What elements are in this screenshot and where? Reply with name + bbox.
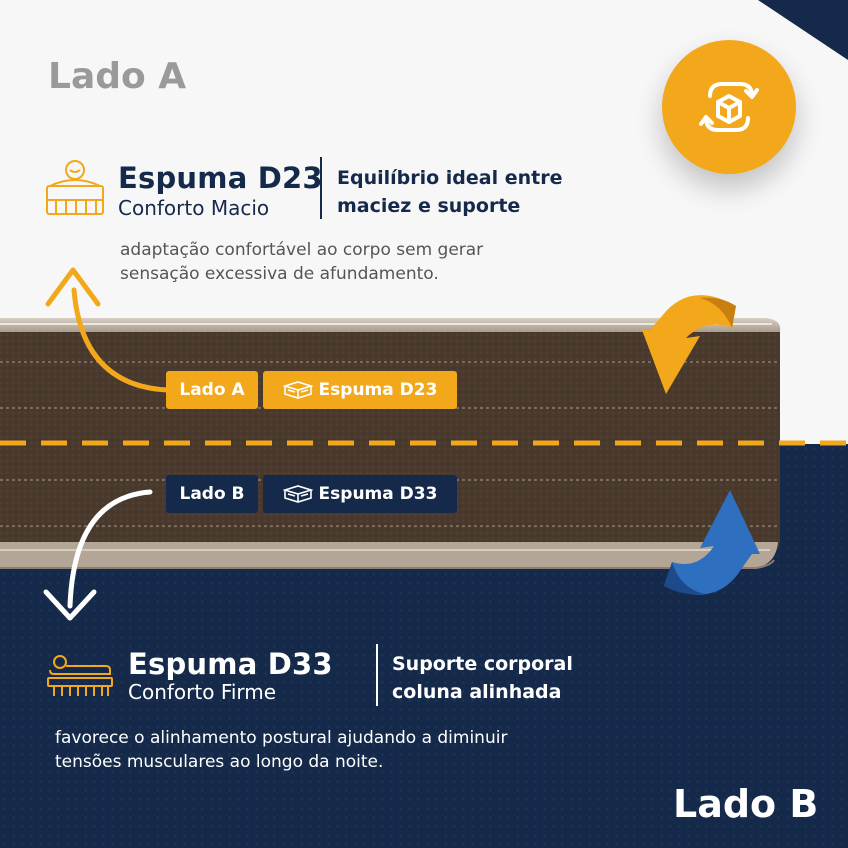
- corner-accent: [758, 0, 848, 60]
- side-b-feature: Suporte corporal coluna alinhada: [392, 650, 573, 706]
- side-a-comfort: Conforto Macio: [118, 196, 270, 220]
- flip-badge: [662, 40, 796, 174]
- side-a-tag: Lado A: [166, 371, 258, 409]
- side-a-foam-tag: Espuma D23: [263, 371, 457, 409]
- side-b-foam-tag: Espuma D33: [263, 475, 457, 513]
- side-a-description-line-2: sensação excessiva de afundamento.: [120, 264, 439, 284]
- side-b-feature-line-2: coluna alinhada: [392, 681, 562, 703]
- side-b-description-line-2: tensões musculares ao longo da noite.: [55, 752, 384, 772]
- side-a-foam-name: Espuma D23: [118, 161, 323, 195]
- side-b-description-line-1: favorece o alinhamento postural ajudando…: [55, 728, 508, 748]
- side-b-divider: [376, 644, 378, 706]
- side-b-tag: Lado B: [166, 475, 258, 513]
- foam-layer-icon: [282, 380, 313, 400]
- side-a-foam-tag-label: Espuma D23: [318, 380, 438, 400]
- side-a-description: adaptação confortável ao corpo sem gerar…: [120, 238, 483, 286]
- side-b-foam-tag-label: Espuma D33: [318, 484, 438, 504]
- firm-mattress-layer-icon: [47, 655, 113, 696]
- flip-mattress-icon: [699, 82, 759, 132]
- foam-layer-icon: [282, 484, 313, 504]
- side-b-foam-name: Espuma D33: [128, 647, 333, 681]
- mattress-illustration: [0, 318, 848, 569]
- side-b-description: favorece o alinhamento postural ajudando…: [55, 726, 507, 774]
- side-a-divider: [320, 157, 322, 219]
- side-a-feature: Equilíbrio ideal entre maciez e suporte: [337, 164, 563, 220]
- side-a-feature-line-1: Equilíbrio ideal entre: [337, 167, 563, 189]
- side-b-title: Lado B: [673, 782, 819, 826]
- side-a-description-line-1: adaptação confortável ao corpo sem gerar: [120, 240, 484, 260]
- side-b-comfort: Conforto Firme: [128, 680, 277, 704]
- side-a-title: Lado A: [48, 56, 187, 97]
- side-a-feature-line-2: maciez e suporte: [337, 195, 521, 217]
- side-b-feature-line-1: Suporte corporal: [392, 653, 573, 675]
- soft-mattress-layer-icon: [46, 160, 104, 215]
